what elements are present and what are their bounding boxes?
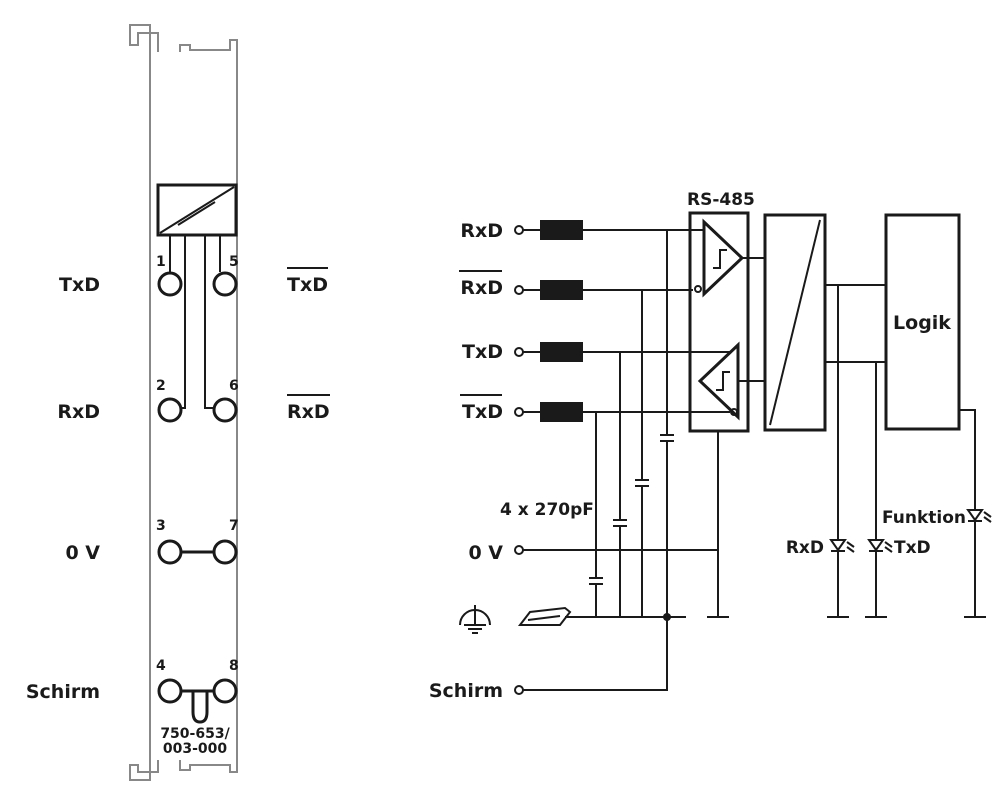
module-housing bbox=[149, 52, 238, 760]
logic-block bbox=[884, 213, 961, 431]
input-terminal-rxd bbox=[514, 225, 524, 235]
input-label-schirm: Schirm bbox=[429, 680, 503, 702]
top-clip bbox=[129, 24, 238, 52]
logic-label: Logik bbox=[893, 312, 951, 334]
choke-txd bbox=[540, 342, 583, 362]
input-terminal-txd-n bbox=[514, 407, 524, 417]
terminal-number-5: 5 bbox=[229, 254, 239, 270]
rs485-header: RS-485 bbox=[687, 190, 755, 210]
terminal-1 bbox=[157, 271, 183, 297]
terminal-number-7: 7 bbox=[229, 518, 239, 534]
led-txd-ray-2 bbox=[884, 546, 893, 553]
terminal-number-6: 6 bbox=[229, 378, 239, 394]
driver-inverter-dot bbox=[730, 408, 738, 416]
input-label-rxd: RxD bbox=[460, 220, 503, 242]
input-terminal-txd bbox=[514, 347, 524, 357]
led-function-wire-top bbox=[959, 409, 976, 510]
input-label-txd: TxD bbox=[462, 341, 503, 363]
label-txd-inverted: TxD bbox=[287, 274, 328, 296]
label-txd: TxD bbox=[59, 274, 100, 296]
led-txd-ray-1 bbox=[884, 541, 893, 548]
led-function-ray-2 bbox=[983, 516, 992, 523]
led-function bbox=[959, 409, 992, 618]
schematic: RxD RxD TxD TxD 0 V Schirm bbox=[429, 190, 992, 702]
choke-rxd bbox=[540, 220, 583, 240]
earth-ground-icon bbox=[459, 605, 491, 634]
terminal-5 bbox=[212, 271, 238, 297]
input-label-0v: 0 V bbox=[468, 542, 503, 564]
label-rxd-inverted: RxD bbox=[287, 401, 330, 423]
terminal-number-4: 4 bbox=[156, 658, 166, 674]
line-schirm bbox=[523, 617, 668, 691]
din-rail-icon bbox=[517, 606, 572, 626]
led-rxd-ray-1 bbox=[846, 541, 855, 548]
terminal-4 bbox=[157, 678, 183, 704]
led-rxd-diode bbox=[829, 539, 847, 552]
terminal-number-1: 1 bbox=[156, 254, 166, 270]
choke-txd-n bbox=[540, 402, 583, 422]
led-label-rxd: RxD bbox=[786, 538, 824, 558]
label-0v: 0 V bbox=[65, 542, 100, 564]
led-label-txd: TxD bbox=[894, 538, 931, 558]
choke-rxd-n bbox=[540, 280, 583, 300]
rail-line bbox=[527, 615, 561, 621]
isolator-diagonal-inner bbox=[177, 201, 216, 226]
input-terminal-rxd-n bbox=[514, 285, 524, 295]
terminal-number-2: 2 bbox=[156, 378, 166, 394]
terminal-number-8: 8 bbox=[229, 658, 239, 674]
terminal-number-3: 3 bbox=[156, 518, 166, 534]
module-front-view: 1 5 2 6 3 7 4 8 750-653/ 003-000 TxD RxD… bbox=[26, 24, 330, 781]
input-label-rxd-inverted: RxD bbox=[460, 277, 503, 299]
capacitor-bank bbox=[589, 230, 674, 617]
led-function-ray-1 bbox=[983, 511, 992, 518]
terminal-7 bbox=[212, 539, 238, 565]
isolator-block bbox=[156, 183, 238, 237]
led-function-diode bbox=[966, 509, 984, 522]
led-txd bbox=[865, 362, 893, 618]
wire-rxd-n-hook bbox=[204, 400, 215, 409]
part-number-line2: 003-000 bbox=[163, 741, 228, 757]
label-rxd: RxD bbox=[57, 401, 100, 423]
led-rxd bbox=[827, 285, 855, 618]
input-terminal-0v bbox=[514, 545, 524, 555]
bottom-clip bbox=[129, 760, 238, 781]
led-txd-diode bbox=[867, 539, 885, 552]
capacitor-note: 4 x 270pF bbox=[500, 500, 594, 520]
input-terminal-schirm bbox=[514, 685, 524, 695]
receiver-inverter-dot bbox=[694, 285, 702, 293]
terminal-6 bbox=[212, 397, 238, 423]
junction-dot bbox=[663, 613, 671, 621]
driver-schmitt-icon bbox=[716, 371, 730, 391]
terminal-3 bbox=[157, 539, 183, 565]
isolator bbox=[763, 213, 827, 432]
isolator-diagonal bbox=[159, 186, 235, 234]
terminal-2 bbox=[157, 397, 183, 423]
terminal-8 bbox=[212, 678, 238, 704]
receiver-schmitt-icon bbox=[713, 249, 727, 269]
led-label-function: Funktion bbox=[882, 508, 966, 528]
input-label-txd-inverted: TxD bbox=[462, 401, 503, 423]
label-schirm: Schirm bbox=[26, 681, 100, 703]
led-rxd-ray-2 bbox=[846, 546, 855, 553]
driver-amplifier bbox=[697, 341, 740, 421]
receiver-amplifier bbox=[702, 218, 745, 298]
rail-shape bbox=[517, 606, 572, 626]
schirm-loop bbox=[191, 691, 209, 724]
part-number-line1: 750-653/ bbox=[160, 726, 230, 742]
isolator-diagonal-schematic bbox=[769, 219, 821, 426]
